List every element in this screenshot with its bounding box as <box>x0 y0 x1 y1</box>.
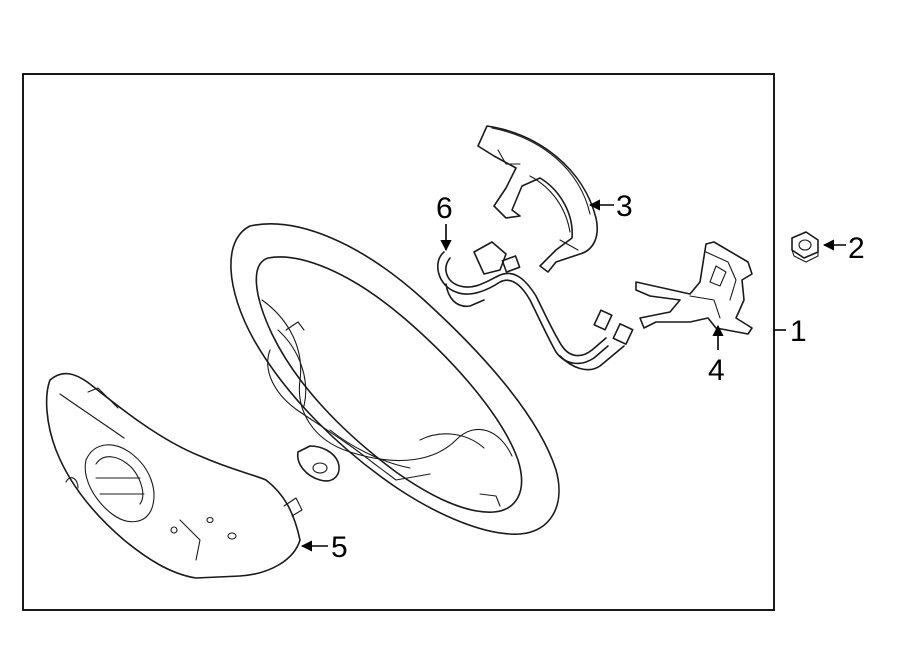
callout-5-label: 5 <box>331 531 348 564</box>
nut-part <box>791 231 819 263</box>
callout-2-label: 2 <box>848 232 865 265</box>
upper-cover-part <box>477 125 598 273</box>
wiring-harness-part <box>436 241 634 371</box>
callout-4-label: 4 <box>708 354 725 387</box>
switch-bracket-part <box>635 241 753 335</box>
lower-cover-part <box>45 372 303 579</box>
callout-6-label: 6 <box>436 192 453 225</box>
assembly-frame <box>22 73 775 611</box>
callout-1-label: 1 <box>790 315 807 348</box>
callout-3-label: 3 <box>616 190 633 223</box>
steering-wheel-part <box>230 223 560 535</box>
